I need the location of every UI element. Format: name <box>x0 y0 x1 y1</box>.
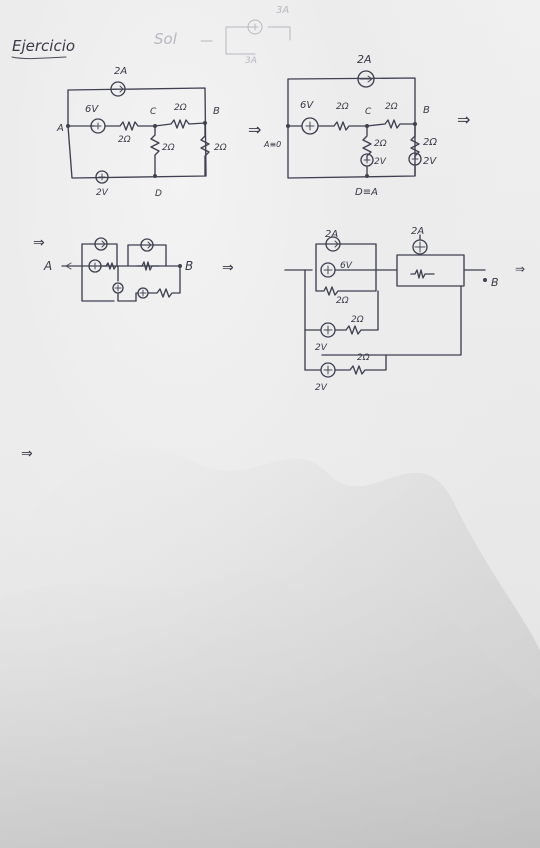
c2-label-6v: 6V <box>300 100 314 111</box>
c3-label-a: A <box>43 259 52 273</box>
c4-label-top-source-2: 2A <box>411 226 424 237</box>
c1-label-6v: 6V <box>85 104 99 115</box>
arrow-1: ⇒ <box>248 120 261 139</box>
circuit-3: A B <box>43 237 193 302</box>
c2-label-2a: 2A <box>357 53 372 66</box>
c2-label-c: C <box>365 107 372 117</box>
c2-label-middle-src: 2V <box>374 157 387 167</box>
c1-label-d: D <box>155 189 162 199</box>
c2-label-a0: A≡0 <box>263 140 281 149</box>
c1-label-right-res: 2Ω <box>214 143 227 153</box>
c4-label-6v: 6V <box>340 261 353 271</box>
c1-label-left-res: 2Ω <box>118 135 131 145</box>
c1-label-2v: 2V <box>96 188 109 198</box>
circuit-2: 2A 6V 2Ω C 2Ω B A≡0 2Ω 2V 2Ω 2V D≡A <box>263 53 437 198</box>
c1-label-a: A <box>56 123 64 134</box>
faint-sketch-current: 3A <box>276 5 289 16</box>
arrow-6: ⇒ <box>21 446 33 462</box>
c4-label-volt-bottom: 2V <box>315 383 328 393</box>
c2-label-right-src: 2V <box>423 156 437 167</box>
arrow-4: ⇒ <box>222 260 234 276</box>
faint-sketch: Sol 3A 3A <box>154 5 291 66</box>
c2-label-b: B <box>423 105 430 116</box>
faint-sketch-sol: Sol <box>154 30 178 48</box>
heading-title: Ejercicio <box>12 37 75 55</box>
exercise-heading: Ejercicio <box>11 37 75 60</box>
c1-label-c: C <box>150 107 157 117</box>
c2-label-middle-res: 2Ω <box>374 139 387 149</box>
c3-label-b: B <box>185 259 193 273</box>
c4-label-res-top: 2Ω <box>336 296 349 306</box>
arrow-2: ⇒ <box>457 110 470 129</box>
c4-label-b: B <box>491 276 499 289</box>
c2-label-mid-res: 2Ω <box>385 102 398 112</box>
arrow-5: ⇒ <box>515 262 525 276</box>
c4-label-res-mid: 2Ω <box>351 315 364 325</box>
arrow-3: ⇒ <box>33 235 45 251</box>
c2-label-d-a: D≡A <box>355 187 378 198</box>
c4-label-volt-mid: 2V <box>315 343 328 353</box>
c4-label-res-bottom: 2Ω <box>357 353 370 363</box>
c1-label-mid-res: 2Ω <box>162 143 175 153</box>
c1-label-top-right-res: 2Ω <box>174 103 187 113</box>
circuit-1: 2A 6V A C 2Ω B 2Ω 2Ω 2Ω 2V D <box>56 66 227 199</box>
circuit-4: 2A 2A 6V 2Ω 2Ω 2V 2Ω 2V B <box>284 226 499 393</box>
c1-label-b: B <box>213 106 220 117</box>
c2-label-left-res: 2Ω <box>336 102 349 112</box>
c1-label-2a: 2A <box>114 66 127 77</box>
faint-sketch-value: 3A <box>245 56 257 66</box>
c4-label-top-source: 2A <box>325 229 338 240</box>
c2-label-right-res: 2Ω <box>423 137 437 148</box>
